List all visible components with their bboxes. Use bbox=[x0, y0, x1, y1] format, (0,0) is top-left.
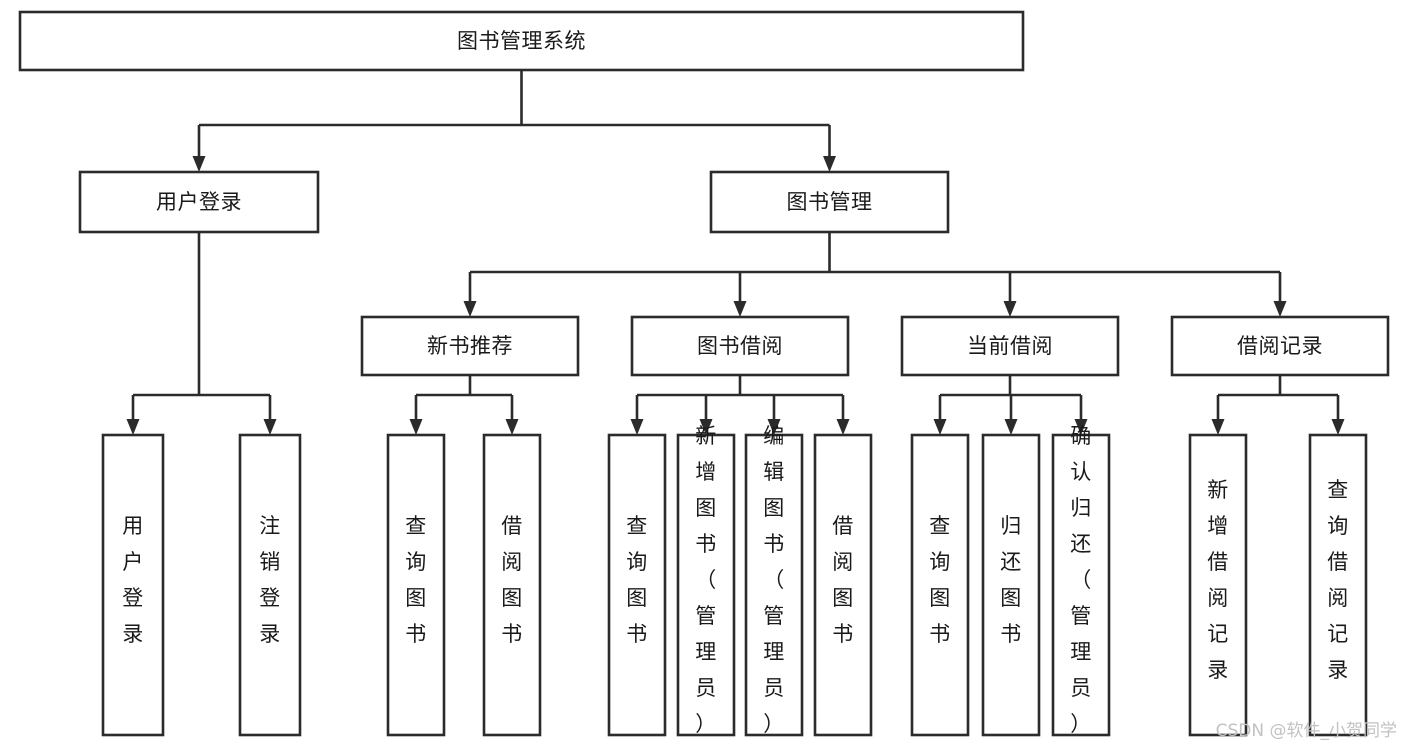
node-leaf-user-login[interactable]: 用户登录 bbox=[101, 433, 165, 737]
node-leaf-query-record[interactable]: 查询借阅记录 bbox=[1308, 433, 1368, 737]
node-box bbox=[709, 170, 950, 234]
node-box bbox=[18, 10, 1025, 72]
node-new-book-rec[interactable]: 新书推荐 bbox=[360, 315, 580, 377]
node-box bbox=[981, 433, 1041, 737]
node-label: 图书借阅 bbox=[697, 334, 783, 358]
node-label: 当前借阅 bbox=[967, 334, 1053, 358]
node-label: 注销登录 bbox=[259, 514, 281, 646]
node-book-manage[interactable]: 图书管理 bbox=[709, 170, 950, 234]
node-box bbox=[1051, 433, 1111, 737]
node-book-borrow[interactable]: 图书借阅 bbox=[630, 315, 850, 377]
edge-group-book-borrow bbox=[630, 375, 850, 435]
node-label: 查询图书 bbox=[405, 514, 427, 646]
arrow-head-icon bbox=[409, 419, 423, 435]
edge-group-user-login bbox=[126, 232, 277, 435]
node-label: 借阅图书 bbox=[501, 514, 523, 646]
connector-layer bbox=[126, 70, 1345, 435]
arrow-head-icon bbox=[767, 419, 781, 435]
node-current-borrow[interactable]: 当前借阅 bbox=[900, 315, 1120, 377]
node-box bbox=[360, 315, 580, 377]
edge-group-borrow-record bbox=[1211, 375, 1345, 435]
node-box bbox=[607, 433, 667, 737]
node-leaf-borrow-book-2[interactable]: 借阅图书 bbox=[813, 433, 873, 737]
arrow-head-icon bbox=[126, 419, 140, 435]
node-box bbox=[910, 433, 970, 737]
node-leaf-return-book[interactable]: 归还图书 bbox=[981, 433, 1041, 737]
node-leaf-add-record[interactable]: 新增借阅记录 bbox=[1188, 433, 1248, 737]
node-borrow-record[interactable]: 借阅记录 bbox=[1170, 315, 1390, 377]
node-label: 查询图书 bbox=[929, 514, 951, 646]
node-box bbox=[238, 433, 302, 737]
node-leaf-query-book-1[interactable]: 查询图书 bbox=[386, 433, 446, 737]
node-label: 借阅记录 bbox=[1237, 334, 1323, 358]
node-label: 查询借阅记录 bbox=[1327, 478, 1349, 682]
node-box bbox=[900, 315, 1120, 377]
node-root[interactable]: 图书管理系统 bbox=[18, 10, 1025, 72]
node-label: 新增图书（管理员） bbox=[695, 424, 717, 736]
node-leaf-add-book[interactable]: 新增图书（管理员） bbox=[676, 424, 736, 737]
node-label: 借阅图书 bbox=[832, 514, 854, 646]
arrow-head-icon bbox=[1331, 419, 1345, 435]
node-layer: 图书管理系统用户登录图书管理新书推荐图书借阅当前借阅借阅记录用户登录注销登录查询… bbox=[18, 10, 1390, 737]
arrow-head-icon bbox=[463, 301, 477, 317]
node-box bbox=[1308, 433, 1368, 737]
node-box bbox=[386, 433, 446, 737]
arrow-head-icon bbox=[1273, 301, 1287, 317]
csdn-watermark: CSDN @软件_小贺同学 bbox=[1215, 721, 1397, 741]
arrow-head-icon bbox=[823, 156, 836, 172]
node-leaf-query-book-3[interactable]: 查询图书 bbox=[910, 433, 970, 737]
arrow-head-icon bbox=[263, 419, 277, 435]
edge-group-new-book-rec bbox=[409, 375, 519, 435]
node-label: 归还图书 bbox=[1000, 514, 1022, 646]
node-label: 用户登录 bbox=[122, 514, 144, 646]
node-box bbox=[676, 433, 736, 737]
node-leaf-edit-book[interactable]: 编辑图书（管理员） bbox=[744, 424, 804, 737]
node-box bbox=[744, 433, 804, 737]
arrow-head-icon bbox=[505, 419, 519, 435]
edge-group-root bbox=[192, 70, 836, 172]
arrow-head-icon bbox=[1003, 301, 1017, 317]
node-leaf-confirm-return[interactable]: 确认归还（管理员） bbox=[1051, 424, 1111, 737]
node-box bbox=[1170, 315, 1390, 377]
node-box bbox=[630, 315, 850, 377]
edge-group-book-manage bbox=[463, 232, 1287, 317]
node-leaf-query-book-2[interactable]: 查询图书 bbox=[607, 433, 667, 737]
arrow-head-icon bbox=[933, 419, 947, 435]
arrow-head-icon bbox=[733, 301, 747, 317]
node-user-login[interactable]: 用户登录 bbox=[78, 170, 320, 234]
node-label: 图书管理系统 bbox=[457, 29, 586, 53]
arrow-head-icon bbox=[192, 156, 206, 172]
node-label: 编辑图书（管理员） bbox=[763, 424, 785, 736]
node-box bbox=[1188, 433, 1248, 737]
node-label: 查询图书 bbox=[626, 514, 648, 646]
arrow-head-icon bbox=[699, 419, 713, 435]
arrow-head-icon bbox=[1211, 419, 1225, 435]
node-label: 确认归还（管理员） bbox=[1070, 424, 1092, 736]
node-leaf-borrow-book-1[interactable]: 借阅图书 bbox=[482, 433, 542, 737]
arrow-head-icon bbox=[630, 419, 644, 435]
arrow-head-icon bbox=[1074, 419, 1088, 435]
node-label: 图书管理 bbox=[787, 190, 873, 214]
arrow-head-icon bbox=[1004, 419, 1018, 435]
node-box bbox=[78, 170, 320, 234]
node-label: 用户登录 bbox=[156, 190, 242, 214]
edge-group-current-borrow bbox=[933, 375, 1088, 435]
node-box bbox=[813, 433, 873, 737]
node-leaf-logout[interactable]: 注销登录 bbox=[238, 433, 302, 737]
arrow-head-icon bbox=[836, 419, 850, 435]
node-label: 新书推荐 bbox=[427, 334, 513, 358]
node-box bbox=[101, 433, 165, 737]
node-label: 新增借阅记录 bbox=[1207, 478, 1229, 682]
node-box bbox=[482, 433, 542, 737]
